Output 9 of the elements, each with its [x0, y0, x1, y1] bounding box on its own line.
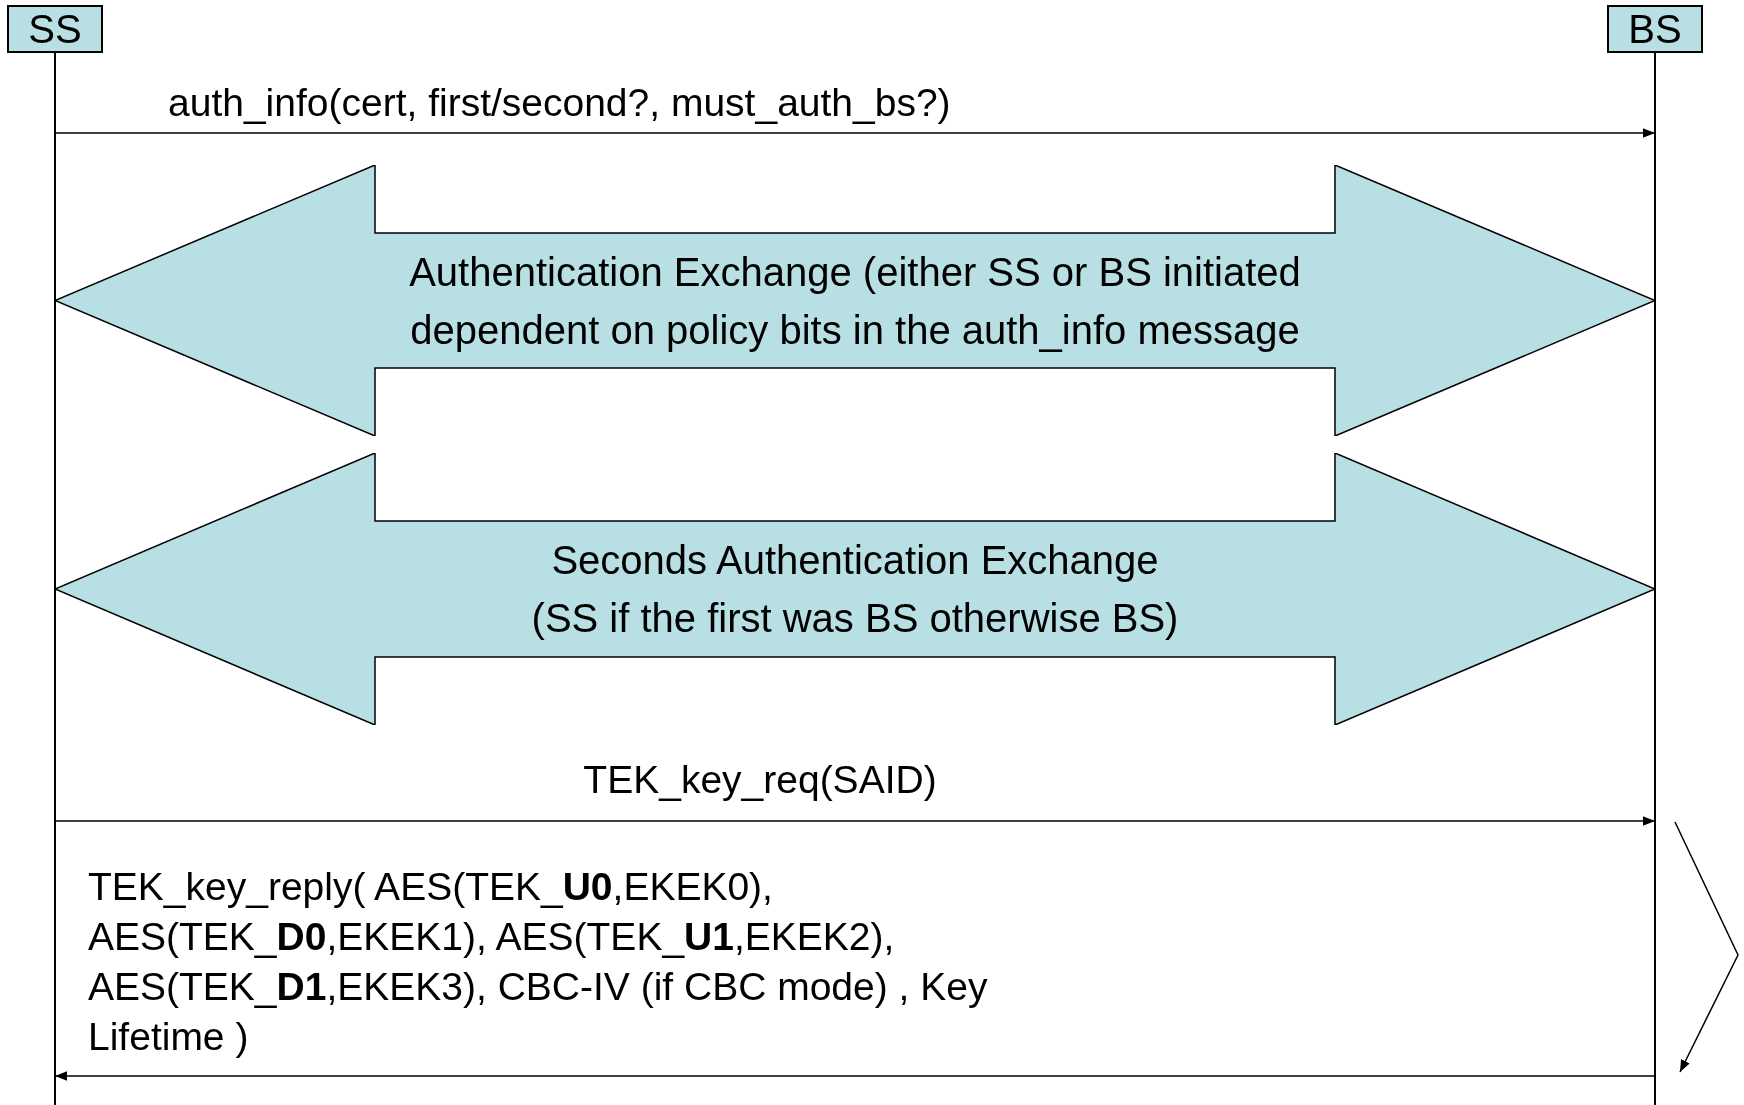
- message-arrow: [54, 1071, 1656, 1081]
- actor-box: BS: [1607, 5, 1703, 53]
- actor-box: SS: [7, 5, 103, 53]
- band-text: Authentication Exchange (either SS or BS initiated dependent on policy bits in the auth_info message: [408, 248, 1302, 354]
- message-arrow: [54, 128, 1656, 138]
- lifeline: [54, 53, 56, 1105]
- band-text: Seconds Authentication Exchange (SS if the first was BS otherwise BS): [530, 537, 1180, 642]
- lifeline: [1654, 53, 1656, 1105]
- message-arrow: [54, 816, 1656, 826]
